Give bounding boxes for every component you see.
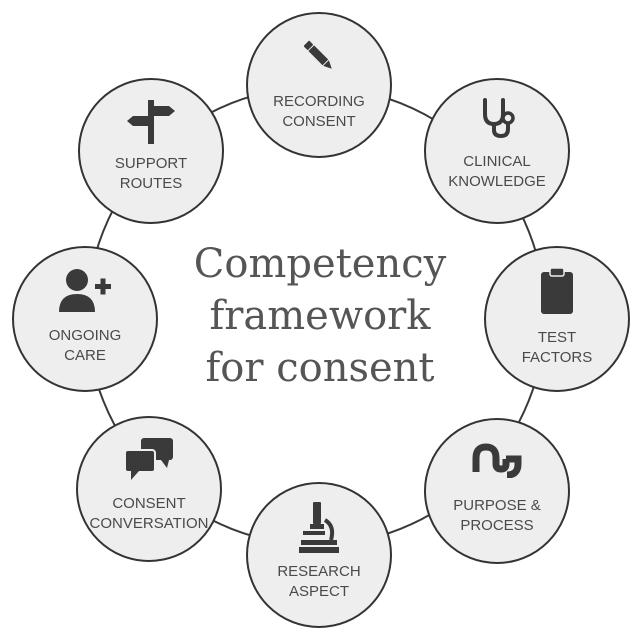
stumbleupon-icon [472, 443, 522, 478]
node-label: ONGOING CARE [48, 327, 122, 364]
title-line: framework [209, 293, 431, 339]
clipboard-icon [541, 267, 573, 314]
node-label: CLINICAL KNOWLEDGE [448, 153, 546, 190]
chat-bubbles-icon [124, 438, 173, 480]
title-line: for consent [205, 345, 435, 391]
microscope-icon [299, 502, 339, 553]
node-support-routes: SUPPORT ROUTES [78, 78, 224, 224]
signpost-icon [127, 100, 175, 144]
node-consent-conversation: CONSENT CONVERSATION [76, 416, 222, 562]
pencil-icon [303, 40, 332, 69]
node-label: RECORDING CONSENT [273, 93, 365, 130]
node-label: TEST FACTORS [521, 329, 593, 366]
node-clinical-knowledge: CLINICAL KNOWLEDGE [424, 78, 570, 224]
stethoscope-icon [483, 98, 515, 139]
diagram-title: Competency framework for consent [150, 238, 490, 394]
node-label: PURPOSE & PROCESS [453, 497, 541, 534]
node-research-aspect: RESEARCH ASPECT [246, 482, 392, 628]
node-ongoing-care: ONGOING CARE [12, 246, 158, 392]
node-label: CONSENT CONVERSATION [89, 495, 209, 532]
add-user-icon [59, 269, 111, 312]
node-test-factors: TEST FACTORS [484, 246, 630, 392]
node-label: RESEARCH ASPECT [277, 563, 361, 600]
node-label: SUPPORT ROUTES [114, 155, 188, 192]
node-purpose-process: PURPOSE & PROCESS [424, 418, 570, 564]
title-line: Competency [193, 241, 447, 287]
node-recording-consent: RECORDING CONSENT [246, 12, 392, 158]
